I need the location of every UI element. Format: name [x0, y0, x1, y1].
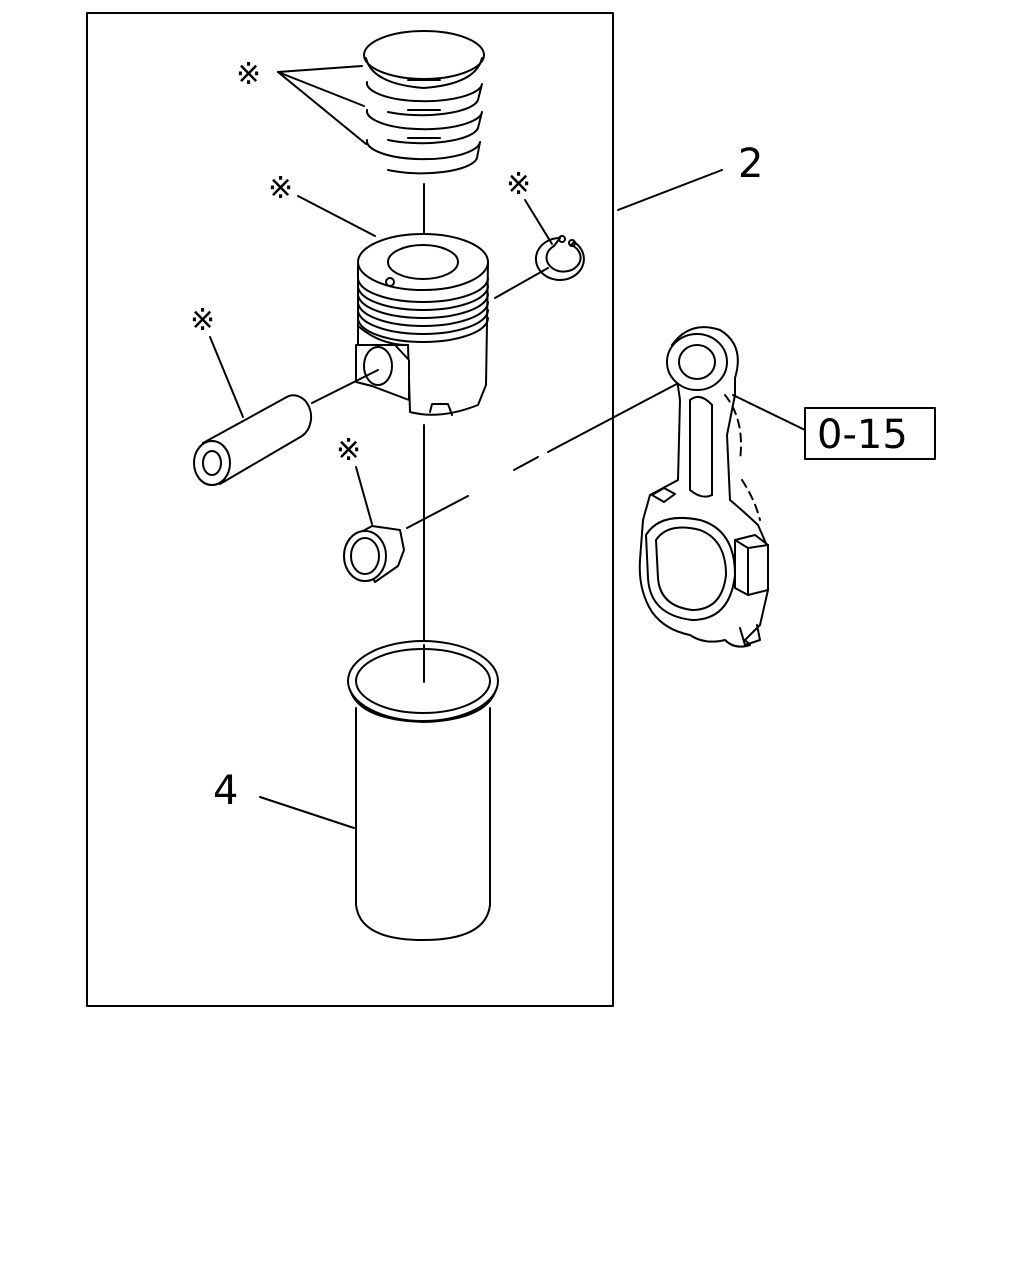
- callout-assembly: 2: [738, 141, 763, 187]
- pin-asterisk: ※: [190, 303, 215, 338]
- piston-leader: [297, 195, 376, 237]
- pin-center-line: [311, 369, 379, 404]
- callout-liner: 4: [213, 768, 238, 814]
- rings-leader-1: [277, 65, 363, 73]
- bushing-to-rod-line: [406, 495, 469, 529]
- rings-leader-3: [277, 71, 367, 145]
- bushing: [343, 525, 405, 583]
- pin-leader: [209, 336, 244, 418]
- piston-pin: [193, 394, 313, 486]
- piston-asterisk: ※: [268, 171, 293, 206]
- piston-rings: [363, 30, 485, 175]
- snap-ring-asterisk: ※: [506, 167, 531, 202]
- bushing-asterisk: ※: [336, 433, 361, 468]
- bushing-to-rod-dash: [513, 456, 539, 471]
- cylinder-liner: [347, 640, 499, 941]
- snap-ring-center-line: [494, 267, 549, 299]
- snap-ring: [534, 235, 585, 281]
- callout-liner-leader: [259, 796, 355, 829]
- snap-ring-leader: [524, 199, 553, 245]
- bushing-leader: [355, 466, 373, 525]
- ref-box: [804, 407, 936, 460]
- callout-assembly-leader: [617, 169, 723, 211]
- rings-leader-2: [277, 71, 365, 107]
- connecting-rod: [638, 326, 769, 648]
- ref-box-leader: [732, 394, 806, 431]
- bushing-to-rod-line-2: [547, 377, 689, 453]
- assembly-frame: [86, 12, 614, 1007]
- ref-box-label: 0-15: [817, 412, 908, 458]
- rings-asterisk: ※: [236, 57, 261, 92]
- piston: [355, 233, 489, 416]
